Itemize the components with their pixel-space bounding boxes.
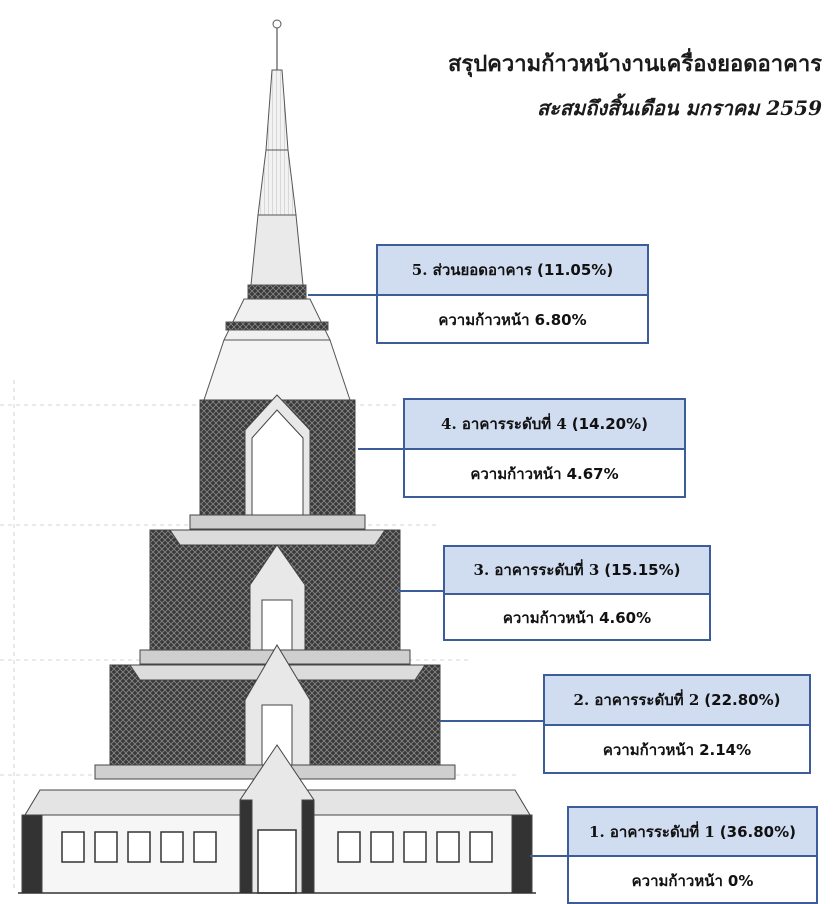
leader-line-level-2	[440, 720, 544, 722]
level-4-progress-value: 4.67%	[566, 465, 619, 483]
level-5-progress-label: ความก้าวหน้า	[438, 311, 530, 329]
level-1-progress-label: ความก้าวหน้า	[631, 871, 723, 890]
level-3-progress-label: ความก้าวหน้า	[502, 609, 595, 627]
level-2-progress-label: ความก้าวหน้า	[602, 741, 695, 759]
level-1-structure	[18, 744, 536, 894]
level-1-label: 1. อาคารระดับที่ 1	[589, 822, 715, 841]
callout-level-3: 3. อาคารระดับที่ 3 (15.15%) ความก้าวหน้า…	[443, 545, 711, 641]
level-4-weight: (14.20%)	[571, 415, 648, 433]
level-3-progress-value: 4.60%	[599, 609, 652, 627]
page-subtitle: สะสมถึงสิ้นเดือน มกราคม 2559	[536, 96, 822, 120]
level-4-progress-label: ความก้าวหน้า	[470, 465, 562, 483]
callout-level-4: 4. อาคารระดับที่ 4 (14.20%) ความก้าวหน้า…	[403, 398, 686, 498]
leader-line-level-5	[308, 294, 378, 296]
leader-line-level-4	[358, 448, 404, 450]
level-3-weight: (15.15%)	[604, 561, 681, 579]
level-4-structure	[189, 394, 366, 530]
level-2-progress-value: 2.14%	[699, 741, 752, 759]
level-5-progress-value: 6.80%	[534, 311, 587, 329]
page-title: สรุปความก้าวหน้างานเครื่องยอดอาคาร	[447, 51, 822, 77]
level-5-label: 5. ส่วนยอดอาคาร	[411, 261, 532, 279]
level-4-label: 4. อาคารระดับที่ 4	[441, 415, 567, 433]
callout-level-5: 5. ส่วนยอดอาคาร (11.05%) ความก้าวหน้า 6.…	[376, 244, 649, 344]
level-1-progress-value: 0%	[727, 871, 754, 890]
level-2-label: 2. อาคารระดับที่ 2	[573, 691, 700, 709]
callout-level-2: 2. อาคารระดับที่ 2 (22.80%) ความก้าวหน้า…	[543, 674, 811, 774]
leader-line-level-3	[398, 590, 444, 592]
spire	[203, 19, 351, 401]
callout-level-1: 1. อาคารระดับที่ 1 (36.80%) ความก้าวหน้า…	[567, 806, 818, 904]
level-5-weight: (11.05%)	[537, 261, 614, 279]
level-3-label: 3. อาคารระดับที่ 3	[473, 561, 600, 579]
leader-line-level-1	[530, 855, 568, 857]
level-3-structure	[139, 529, 411, 666]
level-2-weight: (22.80%)	[704, 691, 781, 709]
level-1-weight: (36.80%)	[719, 822, 796, 841]
